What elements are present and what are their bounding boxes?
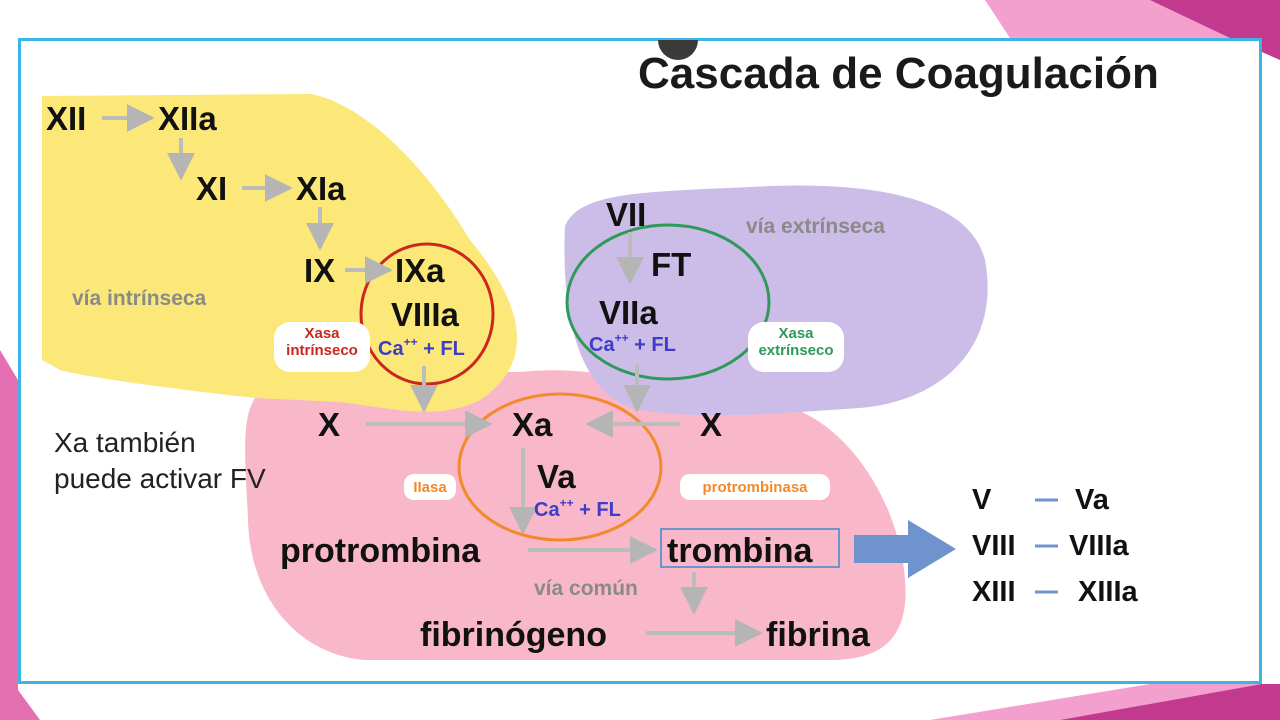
factor-va: Va (537, 458, 576, 495)
factor-ix: IX (304, 252, 336, 289)
factor-x-right: X (700, 406, 723, 443)
badge-xasa-extrinsic-line1: Xasa (778, 325, 814, 342)
badge-xasa-intrinsic-line1: Xasa (304, 325, 340, 342)
xasa-intrinsic-badge-bg (274, 322, 370, 372)
intrinsic-pathway-region (42, 94, 518, 412)
activation-viii-to: VIIIa (1069, 530, 1129, 562)
iiasa-badge-bg (404, 474, 456, 500)
note-line-2: puede activar FV (54, 463, 266, 495)
extrinsic-xasa-ring (565, 223, 771, 381)
factor-viiia: VIIIa (391, 296, 459, 333)
activation-v-to: Va (1075, 484, 1109, 516)
label-fibrina: fibrina (766, 616, 870, 654)
badge-xasa-intrinsic: Xasa intrínseco (274, 325, 370, 360)
page-title: Cascada de Coagulación (638, 49, 1159, 98)
badge-iiasa: IIasa (413, 479, 447, 496)
factor-vii: VII (606, 196, 647, 233)
factor-xa: Xa (512, 406, 553, 443)
factor-xia: XIa (296, 170, 346, 207)
label-intrinsic-pathway: vía intrínseca (72, 287, 207, 310)
note-line-1: Xa también (54, 427, 196, 458)
prothrombinase-ring (457, 392, 663, 542)
label-protrombina: protrombina (280, 532, 481, 570)
intrinsic-xasa-ring (359, 242, 495, 386)
xasa-extrinsic-badge-bg (748, 322, 844, 372)
trombina-activates-arrow (854, 520, 956, 578)
activation-xiii-to: XIIIa (1078, 576, 1138, 608)
factor-xi: XI (196, 170, 228, 207)
factor-x-left: X (318, 406, 341, 443)
factor-xii: XII (46, 100, 87, 137)
pink-edge-left (0, 350, 40, 720)
common-pathway-region (245, 370, 906, 660)
factor-ft: FT (651, 246, 692, 283)
extrinsic-pathway-region (564, 185, 988, 416)
activation-v-from: V (972, 484, 992, 516)
cofactor-extrinsic: Ca++ + FL (589, 331, 676, 356)
trombina-highlight-box (660, 528, 840, 568)
factor-viia: VIIa (599, 294, 658, 331)
activation-xiii-from: XIII (972, 576, 1016, 608)
label-common-pathway: vía común (534, 577, 638, 600)
magenta-corner-bottom-right (1060, 684, 1280, 720)
slide-dot (658, 40, 698, 60)
label-fibrinogeno: fibrinógeno (420, 616, 607, 654)
protrombinasa-badge-bg (680, 474, 830, 500)
note-xa-activates-fv: Xa también puede activar FV (54, 425, 266, 498)
activation-viii-from: VIII (972, 530, 1016, 562)
factor-xiia: XIIa (158, 100, 217, 137)
badge-protrombinasa: protrombinasa (702, 479, 808, 496)
badge-xasa-extrinsic-line2: extrínseco (758, 342, 834, 360)
badge-xasa-extrinsic: Xasa extrínseco (748, 325, 844, 360)
badge-xasa-intrinsic-line2: intrínseco (286, 342, 358, 360)
factor-ixa: IXa (395, 252, 445, 289)
cofactor-common: Ca++ + FL (534, 496, 621, 521)
label-extrinsic-pathway: vía extrínseca (746, 215, 885, 238)
label-trombina: trombina (667, 532, 813, 570)
cofactor-intrinsic: Ca++ + FL (378, 335, 465, 360)
